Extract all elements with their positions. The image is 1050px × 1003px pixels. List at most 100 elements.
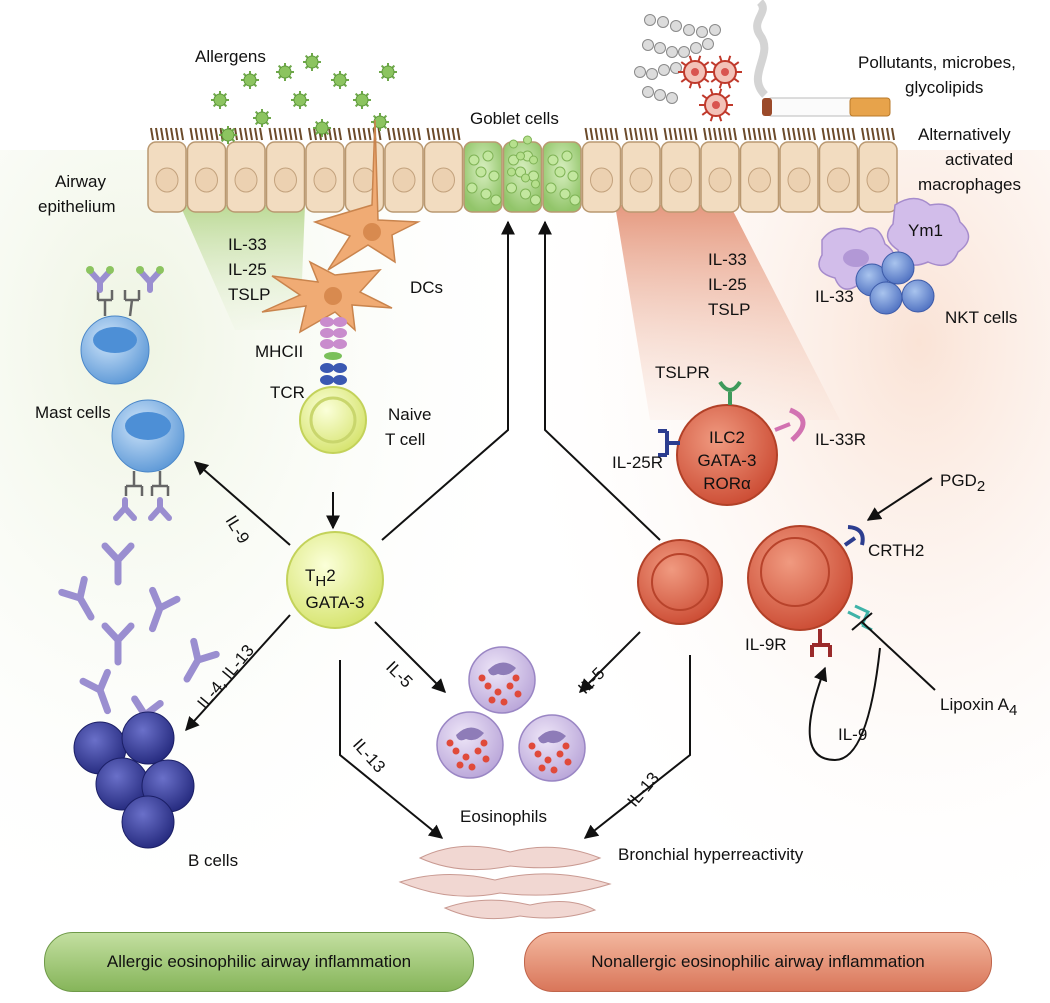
label-allergens: Allergens	[195, 47, 266, 66]
allergen-icon	[313, 119, 331, 137]
banner-allergic-text: Allergic eosinophilic airway inflammatio…	[106, 952, 412, 971]
arrows	[185, 220, 936, 839]
mast-cell-upper	[80, 315, 150, 385]
label-alt-macro-3: macrophages	[918, 175, 1021, 194]
antibody-icon	[148, 586, 181, 633]
pollutant-particle	[670, 20, 682, 32]
epithelial-cell	[621, 127, 661, 213]
ilc2-cell	[676, 404, 778, 506]
lipoxin-inhibition-line	[861, 621, 936, 691]
eosinophil-cell	[518, 714, 586, 782]
label-pollutants-2: glycolipids	[905, 78, 983, 97]
pollutant-particle	[709, 24, 721, 36]
label-th2-gata: GATA-3	[306, 593, 365, 612]
arrow-il4-to-bcells	[185, 614, 291, 732]
bound-antibody-icon	[136, 266, 164, 293]
nkt-cells	[855, 251, 935, 315]
pollutant-particle	[654, 42, 666, 54]
label-il9r: IL-9R	[745, 635, 787, 654]
bound-antibody-icon	[113, 497, 137, 521]
label-mast-cells: Mast cells	[35, 403, 111, 422]
virus-icon	[708, 55, 742, 89]
mast-cell-ige-receptors	[96, 290, 170, 496]
label-naive-2: T cell	[385, 430, 425, 449]
label-il9-loop: IL-9	[838, 725, 867, 744]
banner-nonallergic: Nonallergic eosinophilic airway inflamma…	[524, 932, 992, 992]
epithelial-cell	[779, 127, 819, 213]
macrophage-2	[886, 197, 970, 267]
epithelial-cell	[226, 127, 266, 213]
tslpr-receptor	[718, 380, 742, 405]
eosinophil-cluster	[436, 646, 586, 782]
pollutant-particle	[634, 66, 646, 78]
pollutant-particle	[670, 62, 682, 74]
eosinophil-cell	[468, 646, 536, 714]
crth2-receptor	[843, 525, 865, 547]
allergen-icon	[211, 91, 229, 109]
label-th2: TH2	[305, 566, 336, 590]
allergen-icon	[303, 53, 321, 71]
activated-ilc2-cells	[637, 525, 853, 631]
epithelial-cell	[305, 127, 345, 213]
ige-antibodies	[58, 266, 220, 741]
arrow-ilc2-il5	[579, 631, 641, 693]
left-cytokine-wedge	[180, 205, 305, 330]
epithelial-cell	[700, 127, 740, 213]
pollutant-particle	[683, 24, 695, 36]
pollutant-particle	[702, 38, 714, 50]
label-right-il33: IL-33	[708, 250, 747, 269]
pollutant-particle	[657, 16, 669, 28]
epithelial-cell	[265, 127, 306, 213]
label-left-il25: IL-25	[228, 260, 267, 279]
epithelial-cell	[818, 127, 859, 213]
allergen-icon	[253, 109, 271, 127]
il9r-receptor	[810, 629, 832, 657]
label-lipoxin: Lipoxin A4	[940, 695, 1017, 719]
epithelial-cell	[660, 127, 701, 213]
mast-cell-lower	[111, 399, 185, 473]
label-b-cells: B cells	[188, 851, 238, 870]
epithelial-cell	[186, 127, 227, 213]
antibody-icon	[58, 575, 95, 621]
label-alt-macro-2: activated	[945, 150, 1013, 169]
label-ilc2-3: RORα	[703, 474, 751, 493]
pollutant-particle	[642, 39, 654, 51]
label-il33r: IL-33R	[815, 430, 866, 449]
goblet-cell	[502, 135, 543, 213]
dendritic-cell-upper	[312, 119, 421, 271]
lipoxin-inhibition-bar	[851, 612, 873, 631]
pollutant-particle	[658, 64, 670, 76]
pollutant-particle	[654, 89, 666, 101]
eosinophil-cell	[436, 711, 504, 779]
label-il25r: IL-25R	[612, 453, 663, 472]
epithelial-cell	[739, 127, 780, 213]
allergen-icon	[379, 63, 397, 81]
label-airway-2: epithelium	[38, 197, 116, 216]
pollutant-particle	[642, 86, 654, 98]
pollutant-particle	[646, 68, 658, 80]
pollutant-particle	[666, 92, 678, 104]
label-ilc2-2: GATA-3	[698, 451, 757, 470]
pollutant-particle	[666, 46, 678, 58]
arrow-th2-il13	[339, 660, 444, 839]
antibody-icon	[183, 637, 220, 683]
bronchial-smooth-muscle	[398, 845, 612, 920]
arrow-il9-loop	[808, 647, 881, 762]
arrow-pgd2	[866, 477, 933, 521]
arrow-th2-to-goblet	[381, 220, 515, 541]
il33r-receptor	[774, 407, 806, 442]
allergen-icon	[331, 71, 349, 89]
label-alt-macro-1: Alternatively	[918, 125, 1011, 144]
pollutant-particle	[678, 46, 690, 58]
epithelial-cell	[147, 127, 187, 213]
epithelial-cell	[423, 127, 464, 213]
banner-allergic: Allergic eosinophilic airway inflammatio…	[44, 932, 474, 992]
allergen-icon	[276, 63, 294, 81]
label-airway-1: Airway	[55, 172, 107, 191]
cigarette-icon	[753, 0, 891, 117]
b-cell-cluster	[73, 711, 195, 849]
label-crth2: CRTH2	[868, 541, 924, 560]
label-naive-1: Naive	[388, 405, 431, 424]
